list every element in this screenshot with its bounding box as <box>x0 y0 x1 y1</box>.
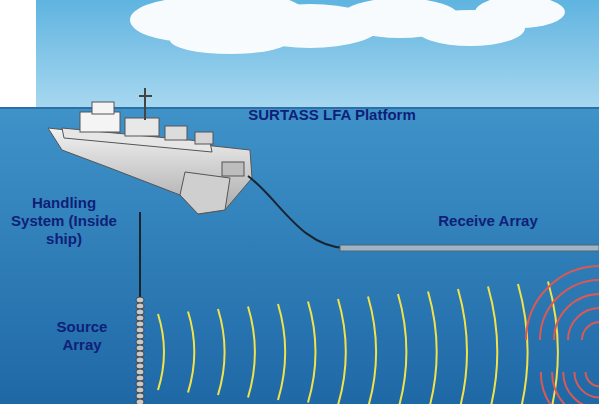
array-element <box>136 303 144 309</box>
clouds <box>130 0 565 54</box>
wave-arc <box>518 284 528 404</box>
array-element <box>136 357 144 363</box>
wave-arc <box>188 312 194 393</box>
source-array-elements <box>136 297 144 404</box>
wave-arc <box>338 299 346 404</box>
handling-label: Handling System (Inside ship) <box>8 194 120 248</box>
array-element <box>136 321 144 327</box>
array-element <box>136 387 144 393</box>
tow-cable <box>248 176 345 248</box>
array-element <box>136 351 144 357</box>
array-element <box>136 309 144 315</box>
frame-strip <box>0 0 36 110</box>
wave-arc <box>158 314 164 390</box>
wave-arc <box>278 304 285 400</box>
source-label: Source Array <box>40 318 124 354</box>
sea <box>0 108 599 404</box>
echo-waves <box>526 266 599 404</box>
receive-array-line <box>340 245 599 251</box>
array-element <box>136 363 144 369</box>
array-element <box>136 297 144 303</box>
wave-arc <box>488 287 497 404</box>
echo-arc <box>563 372 599 404</box>
platform-label: SURTASS LFA Platform <box>232 106 432 124</box>
echo-arc <box>582 322 599 340</box>
array-element <box>136 381 144 387</box>
array-element <box>136 375 144 381</box>
array-element <box>136 339 144 345</box>
wave-arc <box>308 302 316 403</box>
echo-arc <box>574 372 599 398</box>
array-element <box>136 393 144 399</box>
array-element <box>136 369 144 375</box>
echo-arc <box>568 308 599 340</box>
echo-arc <box>554 294 599 340</box>
wave-arc <box>368 297 376 404</box>
wave-arc <box>218 309 225 395</box>
array-element <box>136 327 144 333</box>
echo-arc <box>541 372 599 404</box>
source-cable <box>139 212 141 300</box>
array-element <box>136 333 144 339</box>
echo-arc <box>586 372 599 386</box>
echo-arc <box>526 266 599 340</box>
wave-arc <box>428 292 437 404</box>
receive-label: Receive Array <box>418 212 558 230</box>
array-element <box>136 399 144 404</box>
wave-arc <box>458 289 467 404</box>
transmit-waves <box>158 282 558 404</box>
array-element <box>136 345 144 351</box>
echo-arc <box>540 280 599 340</box>
echo-arc <box>552 372 599 404</box>
wave-arc <box>398 294 406 404</box>
array-element <box>136 315 144 321</box>
wave-arc <box>248 307 255 398</box>
